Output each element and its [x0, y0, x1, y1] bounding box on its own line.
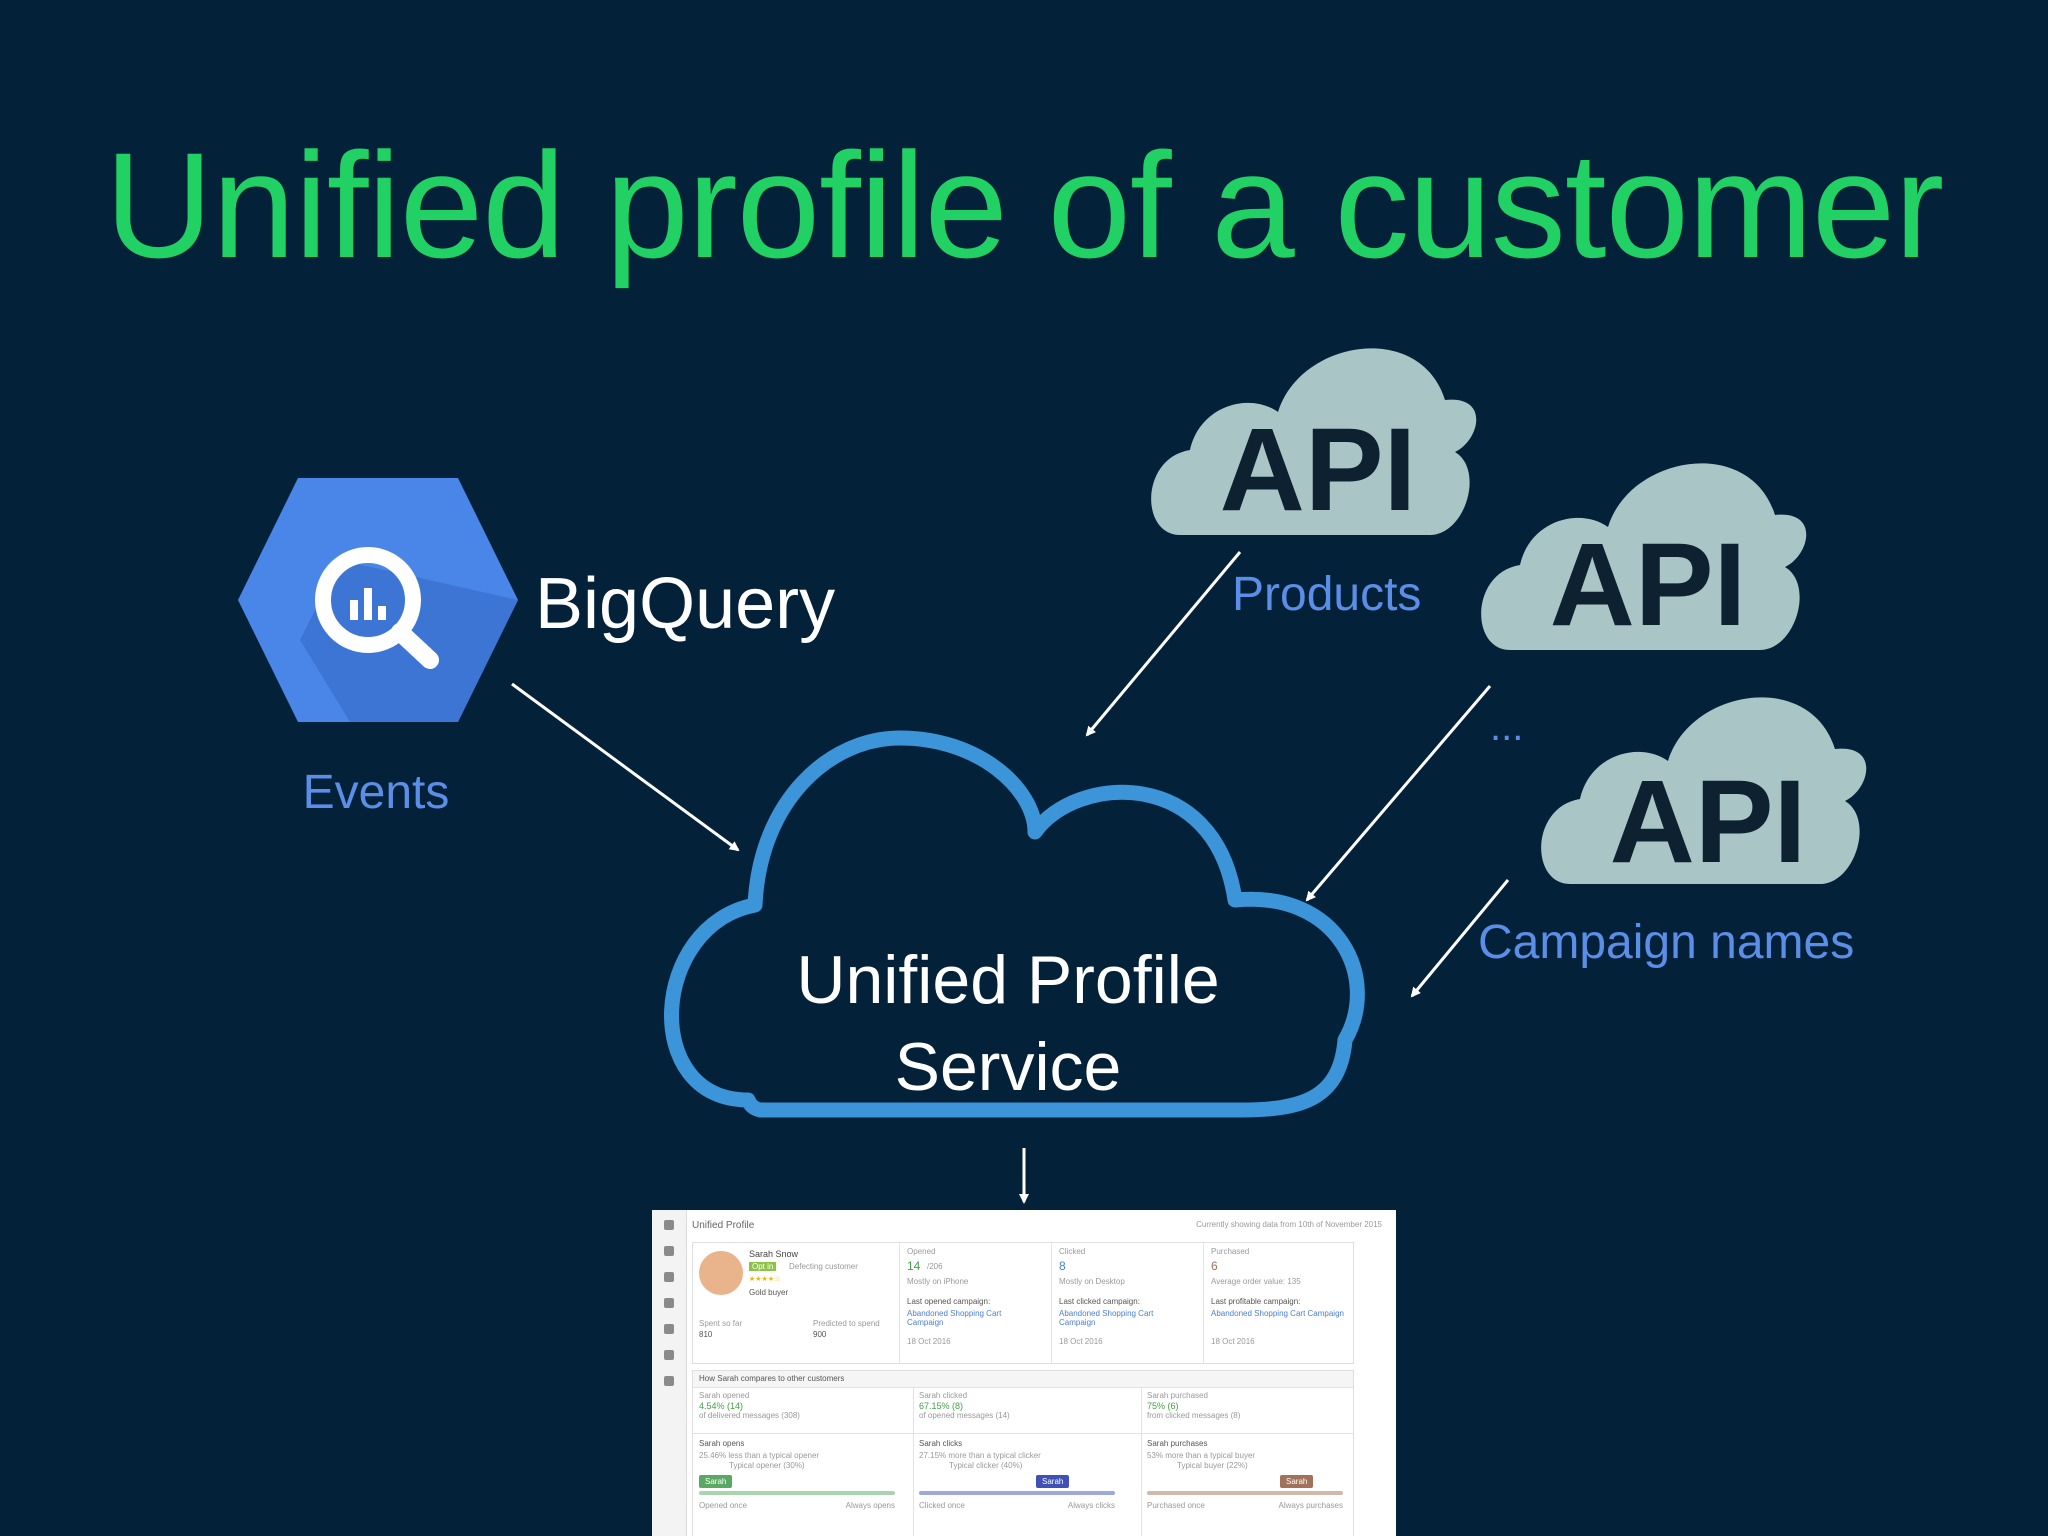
compare-position-tag: Sarah [1036, 1475, 1070, 1488]
image-icon [664, 1272, 674, 1282]
customer-summary-card: Sarah Snow Opt in Defecting customer ★★★… [692, 1242, 1354, 1364]
metric-purchased-sub: Average order value: 135 [1211, 1277, 1301, 1286]
globe-icon [664, 1350, 674, 1360]
api-cloud-icon: API [1541, 697, 1867, 888]
compare-title: Sarah purchases [1147, 1439, 1208, 1448]
predicted-value: 900 [813, 1330, 827, 1339]
metric-purchased-label: Purchased [1211, 1247, 1250, 1256]
compare-sub: of opened messages (14) [919, 1411, 1010, 1420]
arrow-events-to-service [511, 682, 740, 852]
compare-sub: of delivered messages (308) [699, 1411, 800, 1420]
service-label-line1: Unified Profile [796, 942, 1219, 1018]
products-label: Products [1232, 568, 1421, 621]
compare-position-tag: Sarah [1280, 1475, 1314, 1488]
api-cloud-icon: API [1151, 348, 1477, 536]
compare-value: 75% (6) [1147, 1401, 1179, 1411]
metric-clicked-campaign-link[interactable]: Abandoned Shopping Cart Campaign [1059, 1309, 1154, 1327]
arrow-products-to-service [1085, 551, 1242, 737]
metric-clicked-date: 18 Oct 2016 [1059, 1337, 1103, 1346]
compare-typical: Typical clicker (40%) [949, 1461, 1023, 1470]
compare-slider-track [1147, 1491, 1343, 1495]
spent-value: 810 [699, 1330, 713, 1339]
compare-slider-track [699, 1491, 895, 1495]
ellipsis-label: ... [1490, 705, 1523, 749]
compare-title: Sarah clicks [919, 1439, 963, 1448]
service-label-line2: Service [895, 1029, 1122, 1105]
metric-opened-date: 18 Oct 2016 [907, 1337, 951, 1346]
metric-opened-campaign-link[interactable]: Abandoned Shopping Cart Campaign [907, 1309, 1002, 1327]
document-icon [664, 1324, 674, 1334]
compare-slider-track [919, 1491, 1115, 1495]
expand-icon [664, 1376, 674, 1386]
comparison-header: How Sarah compares to other customers [699, 1374, 845, 1383]
bigquery-label: BigQuery [535, 564, 835, 644]
api-cloud-icon: API [1481, 463, 1807, 651]
metric-opened-sub: Mostly on iPhone [907, 1277, 969, 1286]
metric-opened-label: Opened [907, 1247, 936, 1256]
compare-delta: 53% more than a typical buyer [1147, 1451, 1256, 1460]
opt-in-badge: Opt in [749, 1262, 777, 1271]
metric-purchased-value: 6 [1211, 1259, 1218, 1273]
comparison-card: How Sarah compares to other customers Sa… [692, 1370, 1354, 1536]
compare-sub: from clicked messages (8) [1147, 1411, 1241, 1420]
compare-label: Sarah purchased [1147, 1391, 1208, 1400]
events-label: Events [303, 766, 450, 819]
metric-clicked-value: 8 [1059, 1259, 1066, 1273]
book-icon [664, 1298, 674, 1308]
compare-typical: Typical opener (30%) [729, 1461, 805, 1470]
compare-label: Sarah opened [699, 1391, 750, 1400]
user-icon [664, 1220, 674, 1230]
compare-label: Sarah clicked [919, 1391, 968, 1400]
metric-purchased-last-label: Last profitable campaign: [1211, 1297, 1301, 1306]
metric-clicked-last-label: Last clicked campaign: [1059, 1297, 1140, 1306]
compare-left-label: Clicked once [919, 1501, 965, 1510]
compare-right-label: Always clicks [1067, 1501, 1115, 1510]
metric-purchased-campaign-link[interactable]: Abandoned Shopping Cart Campaign [1211, 1309, 1344, 1318]
predicted-label: Predicted to spend [813, 1319, 880, 1328]
customer-name: Sarah Snow [749, 1249, 799, 1259]
compare-typical: Typical buyer (22%) [1177, 1461, 1248, 1470]
spent-label: Spent so far [699, 1319, 743, 1328]
compare-right-label: Always opens [845, 1501, 895, 1510]
api-label-2: API [1550, 519, 1747, 651]
bigquery-icon [238, 478, 518, 722]
slide-title: Unified profile of a customer [104, 121, 1945, 289]
arrow-api-to-service [1305, 685, 1492, 902]
list-icon [664, 1246, 674, 1256]
api-label-1: API [1220, 404, 1417, 536]
metric-opened-last-label: Last opened campaign: [907, 1297, 991, 1306]
screenshot-header: Unified Profile [692, 1220, 755, 1231]
compare-delta: 25.46% less than a typical opener [699, 1451, 820, 1460]
customer-tier: Gold buyer [749, 1288, 789, 1297]
compare-right-label: Always purchases [1278, 1501, 1343, 1510]
arrow-campaigns-to-service [1410, 879, 1510, 998]
compare-value: 67.15% (8) [919, 1401, 964, 1411]
unified-profile-screenshot: Unified Profile Currently showing data f… [652, 1210, 1396, 1536]
screenshot-date-range: Currently showing data from 10th of Nove… [1196, 1220, 1382, 1229]
rating-stars: ★★★★☆ [749, 1276, 781, 1283]
metric-clicked-label: Clicked [1059, 1247, 1086, 1256]
metric-purchased-date: 18 Oct 2016 [1211, 1337, 1255, 1346]
compare-left-label: Purchased once [1147, 1501, 1205, 1510]
metric-opened-value: 14 [907, 1259, 921, 1273]
unified-profile-cloud [664, 730, 1365, 1118]
compare-value: 4.54% (14) [699, 1401, 744, 1411]
compare-left-label: Opened once [699, 1501, 748, 1510]
api-label-3: API [1610, 756, 1807, 888]
screenshot-sidebar [652, 1210, 687, 1536]
metric-clicked-sub: Mostly on Desktop [1059, 1277, 1125, 1286]
metric-opened-extra: /206 [927, 1262, 943, 1271]
compare-delta: 27.15% more than a typical clicker [919, 1451, 1041, 1460]
compare-position-tag: Sarah [699, 1475, 733, 1488]
campaign-names-label: Campaign names [1478, 916, 1854, 969]
customer-segment: Defecting customer [789, 1262, 858, 1271]
avatar [699, 1251, 743, 1295]
compare-title: Sarah opens [699, 1439, 745, 1448]
